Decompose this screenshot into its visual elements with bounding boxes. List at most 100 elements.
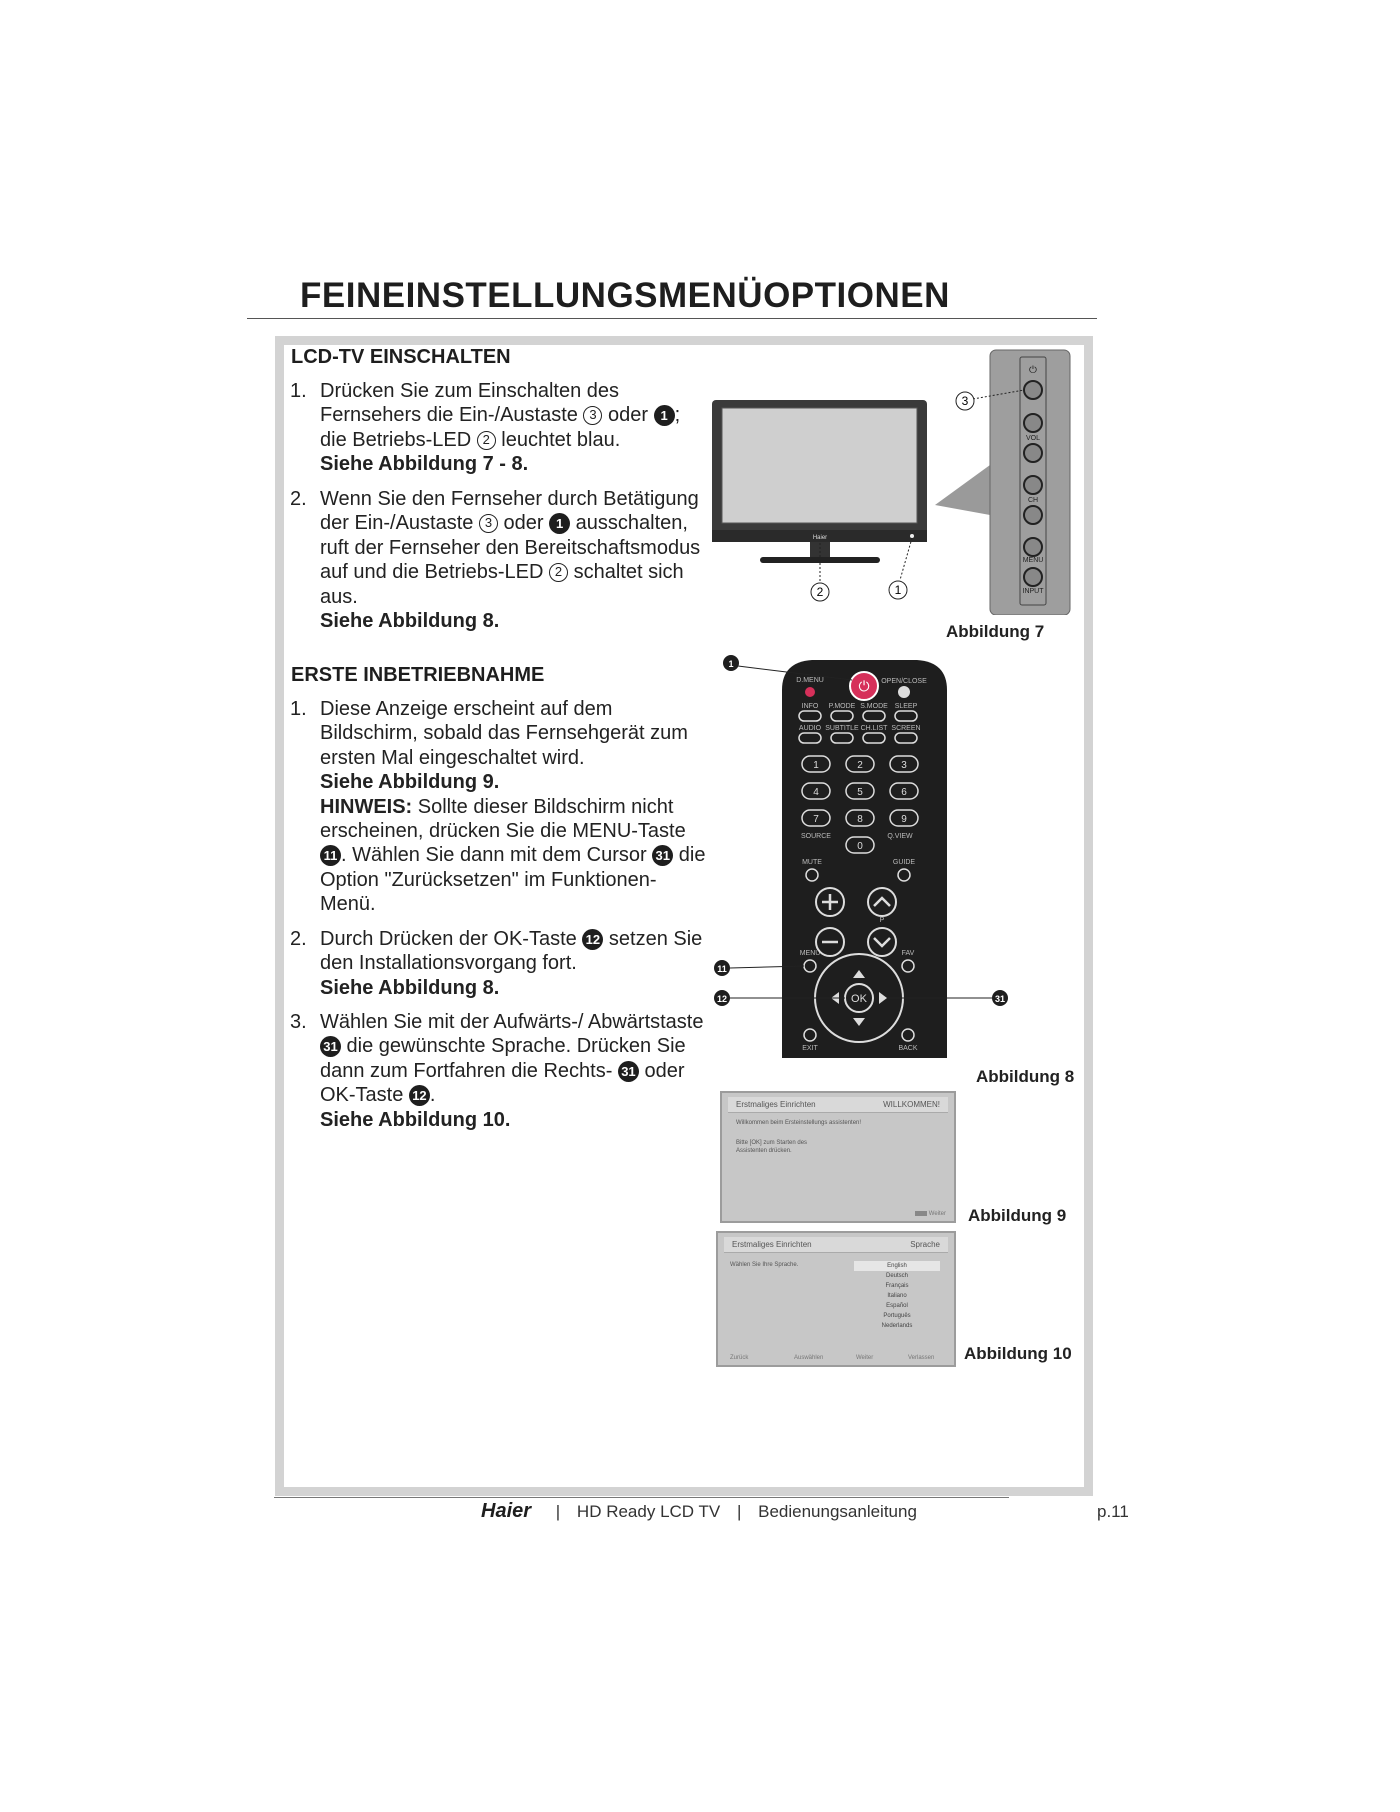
- panel-vol-up-button: [1023, 413, 1043, 433]
- item-text: ; die Betriebs-LED: [320, 404, 681, 451]
- panel-label-input: INPUT: [1023, 588, 1045, 595]
- item-number: 1.: [290, 380, 307, 402]
- welcome-title-bar: Erstmaliges Einrichten WILLKOMMEN!: [728, 1097, 948, 1113]
- item-text: oder: [602, 404, 654, 427]
- callout-line-remote-power: [737, 665, 853, 681]
- remote-key-0: 0: [857, 841, 863, 852]
- callout-remote-power: 1: [728, 659, 733, 669]
- item-number: 3.: [290, 1011, 307, 1033]
- item-text: ausschalten, ruft der Fernseher den Bere…: [320, 512, 701, 584]
- remote-chevron-up-icon: [873, 896, 891, 907]
- see-figure: Siehe Abbildung 9.: [320, 771, 500, 794]
- remote-openclose-button: [898, 686, 910, 698]
- item-text: Durch Drücken der OK-Taste: [320, 928, 583, 950]
- panel-power-button: [1023, 380, 1043, 400]
- page-number: p.11: [1097, 1502, 1129, 1521]
- item-text: oder OK-Taste: [320, 1059, 685, 1107]
- remote-key-1: 1: [813, 760, 819, 771]
- remote-label-smode: S.MODE: [860, 703, 888, 710]
- language-option: Deutsch: [885, 1273, 908, 1279]
- remote-key-3: 3: [901, 760, 907, 771]
- panel-label-vol: VOL: [1026, 435, 1040, 442]
- remote-label-back: BACK: [898, 1045, 917, 1052]
- panel-ch-up-button: [1023, 475, 1043, 495]
- welcome-line: Willkommen beim Ersteinstellungs assiste…: [736, 1120, 862, 1126]
- ok-key-icon: [915, 1210, 928, 1216]
- language-title-right: Sprache: [910, 1240, 940, 1249]
- callout-line-led: [899, 537, 913, 581]
- marker-filled: 12: [582, 929, 604, 950]
- remote-arrow-down-icon: [853, 1018, 865, 1026]
- callout-power: 3: [962, 394, 969, 408]
- remote-label-mute: MUTE: [802, 859, 822, 866]
- remote-label-menu: MENU: [800, 950, 821, 957]
- item-text: Wählen Sie mit der Aufwärts-/ Abwärtstas…: [320, 1011, 704, 1033]
- remote-mute-button: [805, 868, 819, 882]
- callout-remote-ok: 12: [717, 994, 727, 1004]
- marker-filled: 12: [408, 1085, 430, 1107]
- item-text: die Option "Zurücksetzen" im Funktionen-…: [320, 844, 706, 916]
- callout-remote-menu-circle: [714, 960, 730, 976]
- remote-key-4: 4: [813, 787, 819, 798]
- item-text: Wenn Sie den Fernseher durch Betätigung …: [320, 488, 699, 535]
- item-text: leuchtet blau.: [495, 428, 621, 451]
- footer-separator: |: [555, 1502, 561, 1521]
- callout-line-remote-menu: [729, 965, 805, 969]
- language-option: Italiano: [887, 1293, 907, 1299]
- brand-logo: Haier: [481, 1500, 532, 1522]
- callout-remote-power-circle: [723, 655, 739, 671]
- figure-9-caption: Abbildung 9: [968, 1206, 1067, 1225]
- callout-remote-menu: 11: [717, 964, 727, 974]
- footer-rule: [274, 1497, 1009, 1498]
- remote-label-chlist: CH.LIST: [861, 725, 889, 732]
- welcome-line: Assistenten drücken.: [736, 1148, 792, 1154]
- remote-fav-button: [901, 959, 915, 973]
- panel-button-strip: [1019, 356, 1047, 606]
- marker-filled: 1: [549, 513, 571, 535]
- item-text: . Wählen Sie dann mit dem Cursor: [341, 844, 653, 867]
- item-number: 2.: [290, 928, 307, 950]
- item-text: oder: [497, 512, 550, 535]
- remote-pill-buttons: [798, 710, 918, 744]
- language-option: Nederlands: [881, 1323, 913, 1329]
- remote-label-openclose: OPEN/CLOSE: [881, 678, 927, 685]
- panel-power-icon: ⏻: [1029, 365, 1037, 376]
- remote-label-info: INFO: [802, 703, 819, 710]
- tv-led: [910, 534, 914, 538]
- remote-dmenu-button: [805, 687, 815, 697]
- remote-label-fav: FAV: [902, 950, 915, 957]
- panel-buttons: [1023, 380, 1043, 587]
- language-prompt: Wählen Sie Ihre Sprache.: [730, 1262, 799, 1268]
- marker-circle: 3: [583, 406, 603, 426]
- remote-ch-up-button: [867, 887, 897, 917]
- remote-guide-button: [897, 868, 911, 882]
- item-text: Drücken Sie zum Einschalten des Fernsehe…: [320, 380, 620, 427]
- remote-number-pad: [801, 755, 919, 854]
- callout-led-circle: [888, 580, 908, 600]
- panel-label-ch: CH: [1028, 497, 1038, 504]
- remote-power-icon: ⏻: [858, 679, 869, 695]
- figure-7-caption: Abbildung 7: [946, 622, 1045, 641]
- item-text: die gewünschte Sprache. Drücken Sie dann…: [320, 1035, 686, 1082]
- remote-label-subtitle: SUBTITLE: [825, 725, 859, 732]
- callout-line-power: [972, 389, 1025, 400]
- marker-filled: 11: [320, 845, 341, 867]
- remote-label-exit: EXIT: [802, 1045, 818, 1052]
- remote-exit-button: [803, 1028, 817, 1042]
- remote-key-9: 9: [901, 814, 907, 825]
- callout-remote-cursor: 31: [995, 994, 1005, 1004]
- remote-label-source: SOURCE: [801, 833, 831, 840]
- remote-key-6: 6: [901, 787, 907, 798]
- welcome-title-left: Erstmaliges Einrichten: [736, 1100, 816, 1109]
- remote-power-button: [849, 671, 879, 701]
- welcome-next-button: Weiter: [915, 1210, 946, 1217]
- panel-pointer: [935, 465, 990, 515]
- figure-10-caption: Abbildung 10: [964, 1344, 1072, 1363]
- page-title: FEINEINSTELLUNGSMENÜOPTIONEN: [300, 276, 950, 315]
- marker-filled: 1: [653, 405, 675, 427]
- remote-key-5: 5: [857, 787, 863, 798]
- remote-chevron-down-icon: [873, 937, 891, 948]
- marker-circle: 3: [478, 514, 498, 534]
- language-option: Español: [886, 1303, 908, 1309]
- tv-logo: Haier: [813, 535, 827, 541]
